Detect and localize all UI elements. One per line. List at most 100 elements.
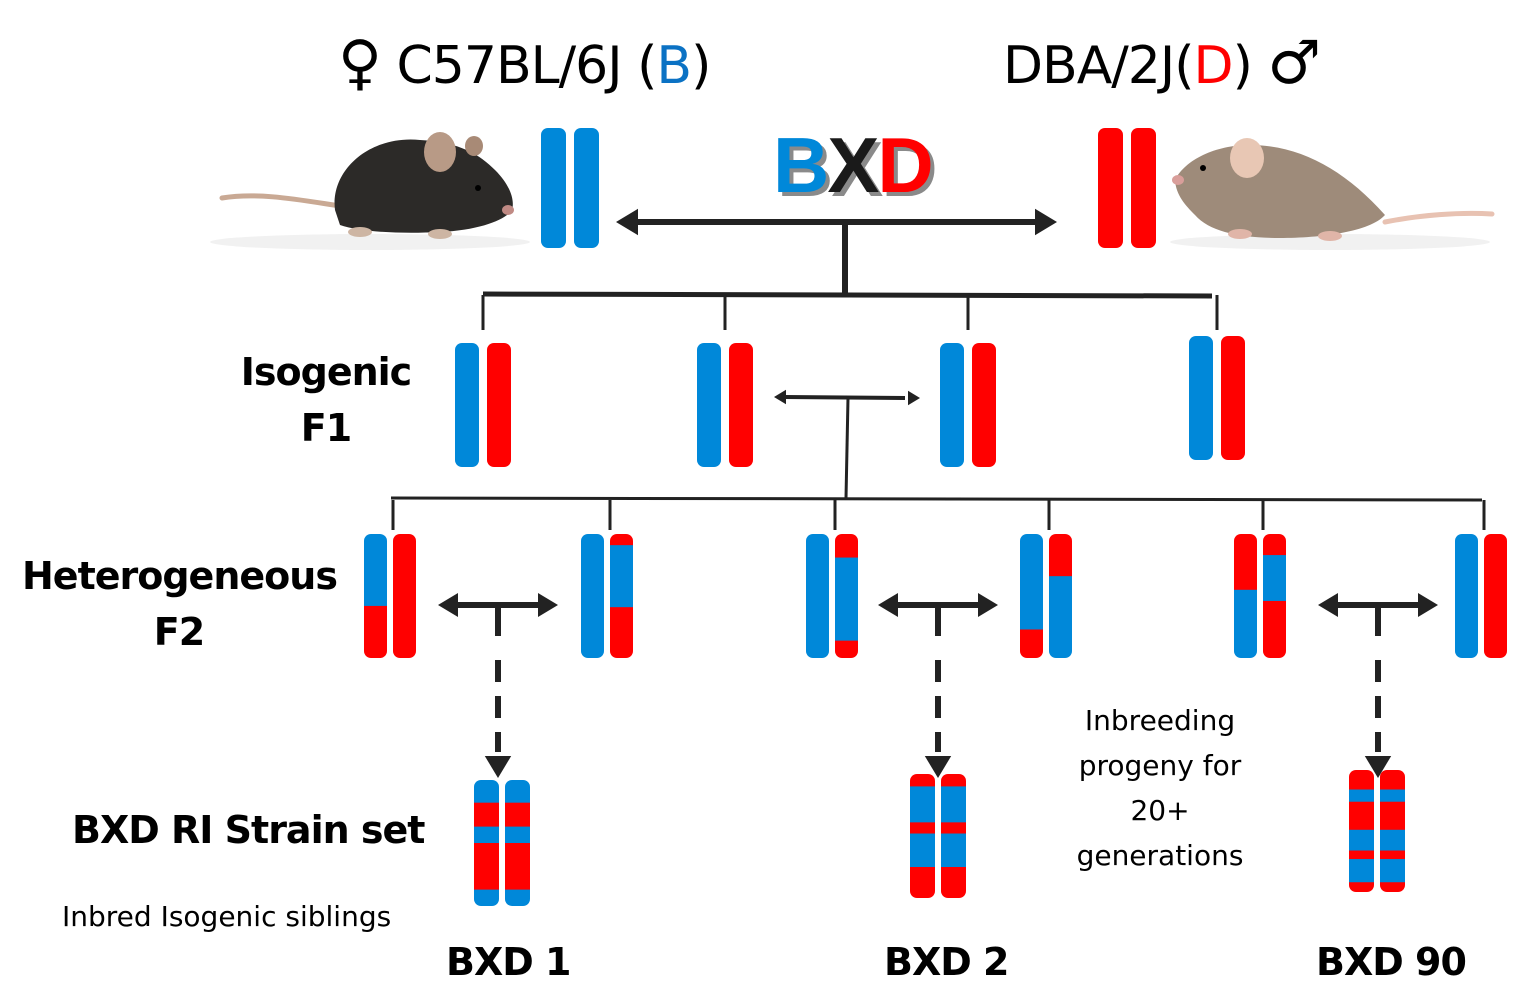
female-strain-close: ) xyxy=(691,36,711,96)
chromosome-segment-d xyxy=(729,343,753,467)
chromosome-segment-d xyxy=(941,822,966,835)
f2-pair-6-right xyxy=(1484,534,1507,658)
chromosome-segment-d xyxy=(1263,534,1286,556)
chromosome-segment-b xyxy=(474,826,499,844)
f2-label-line2: F2 xyxy=(153,610,205,654)
chromosome-segment-b xyxy=(1049,576,1072,658)
f1-label-line2: F1 xyxy=(300,406,352,450)
chromosome-segment-b xyxy=(1455,534,1478,658)
f1-arrow-left xyxy=(774,389,786,405)
chromosome-segment-b xyxy=(581,534,604,658)
chromosome-segment-d xyxy=(1349,801,1374,831)
inbreeding-note-line1: Inbreeding xyxy=(1084,704,1236,737)
f1-pair-4-right xyxy=(1221,336,1245,460)
inbreeding-note-line4: generations xyxy=(1076,839,1244,872)
chromosome-segment-d xyxy=(1349,882,1374,892)
chromosome-segment-d xyxy=(941,774,966,787)
chromosome-segment-b xyxy=(1234,589,1257,658)
parent-b-chromosomes-right xyxy=(574,128,599,248)
f2-branch-line xyxy=(390,496,1483,502)
f1-pair-1-right xyxy=(487,343,511,467)
f1-pair-2-left xyxy=(697,343,721,467)
male-strain-code: D xyxy=(1193,36,1234,96)
f2-pair-1-right xyxy=(393,534,416,658)
parent-b-chromosomes-left xyxy=(541,128,566,248)
inbreeding-arrow-head-3 xyxy=(1364,756,1392,778)
f1-label: Isogenic F1 xyxy=(236,344,416,456)
chromosome-segment-b xyxy=(541,128,566,248)
bxd-logo: BXD xyxy=(773,120,934,211)
inbreeding-arrow-head-2 xyxy=(924,756,952,778)
logo-d: D xyxy=(877,121,933,209)
chromosome-segment-b xyxy=(474,780,499,804)
inbreeding-note-line3: 20+ xyxy=(1130,794,1190,827)
chromosome-segment-b xyxy=(941,786,966,823)
f2-pair-4-right xyxy=(1049,534,1072,658)
male-symbol-icon: ♂ xyxy=(1267,28,1321,98)
chromosome-segment-d xyxy=(364,605,387,658)
f2-pair-5-right xyxy=(1263,534,1286,658)
ri-strain-2-left xyxy=(910,774,935,898)
strain-name-1: BXD 1 xyxy=(446,940,571,984)
chromosome-segment-d xyxy=(393,534,416,658)
chromosome-segment-b xyxy=(455,343,479,467)
chromosome-segment-d xyxy=(1221,336,1245,460)
chromosome-segment-b xyxy=(1380,789,1405,803)
female-strain-title: ♀ C57BL/6J (B) xyxy=(338,28,711,98)
chromosome-segment-d xyxy=(1380,850,1405,860)
chromosome-segment-b xyxy=(364,534,387,607)
chromosome-segment-d xyxy=(474,802,499,828)
female-strain-code: B xyxy=(656,36,692,96)
f2-arrow-right-3 xyxy=(1418,593,1438,617)
chromosome-segment-d xyxy=(1349,770,1374,791)
ri-strain-2-right xyxy=(941,774,966,898)
f2-arrow-left-1 xyxy=(438,593,458,617)
f1-arrow-right xyxy=(908,390,920,406)
chromosome-segment-d xyxy=(610,607,633,658)
female-symbol-icon: ♀ xyxy=(338,28,382,98)
chromosome-segment-b xyxy=(1349,789,1374,803)
chromosome-segment-b xyxy=(1263,555,1286,602)
chromosome-segment-b xyxy=(505,826,530,844)
black-mouse-icon xyxy=(210,132,530,250)
ri-sublabel: Inbred Isogenic siblings xyxy=(62,900,392,933)
logo-b: B xyxy=(773,121,829,209)
f1-pair-3-right xyxy=(972,343,996,467)
chromosome-segment-b xyxy=(505,889,530,906)
ri-strain-set-label: BXD RI Strain set xyxy=(72,808,425,852)
chromosome-segment-d xyxy=(1020,629,1043,658)
f2-pair-4-left xyxy=(1020,534,1043,658)
f1-pair-4-left xyxy=(1189,336,1213,460)
f2-label-line1: Heterogeneous xyxy=(22,554,338,598)
chromosome-segment-d xyxy=(505,843,530,891)
ri-strain-1-left xyxy=(474,780,499,906)
inbreeding-note: Inbreeding progeny for 20+ generations xyxy=(1050,698,1270,878)
chromosome-segment-d xyxy=(1263,600,1286,658)
chromosome-segment-b xyxy=(1380,859,1405,883)
chromosome-segment-d xyxy=(910,867,935,898)
f1-pair-2-right xyxy=(729,343,753,467)
f2-label: Heterogeneous F2 xyxy=(22,548,338,660)
brown-mouse-icon xyxy=(1170,138,1495,250)
f2-pair-2-right xyxy=(610,534,633,658)
chromosome-segment-d xyxy=(1098,128,1123,248)
chromosome-segment-d xyxy=(610,534,633,546)
arrow-left-head xyxy=(616,208,638,236)
chromosome-segment-d xyxy=(1380,801,1405,831)
male-strain-close: ) xyxy=(1232,36,1253,96)
chromosome-segment-d xyxy=(910,822,935,835)
chromosome-segment-b xyxy=(1380,829,1405,852)
chromosome-segment-d xyxy=(474,843,499,891)
ri-strain-3-right xyxy=(1380,770,1405,892)
chromosome-segment-b xyxy=(610,545,633,608)
chromosome-segment-b xyxy=(940,343,964,467)
chromosome-segment-b xyxy=(574,128,599,248)
inbreeding-note-line2: progeny for xyxy=(1078,749,1242,782)
f2-arrow-left-2 xyxy=(878,593,898,617)
ri-strain-3-left xyxy=(1349,770,1374,892)
strain-name-2: BXD 2 xyxy=(884,940,1009,984)
chromosome-segment-b xyxy=(474,889,499,906)
parent-d-chromosomes-right xyxy=(1131,128,1156,248)
male-strain-title: DBA/2J(D) ♂ xyxy=(1003,28,1321,98)
f2-pair-3-right xyxy=(835,534,858,658)
